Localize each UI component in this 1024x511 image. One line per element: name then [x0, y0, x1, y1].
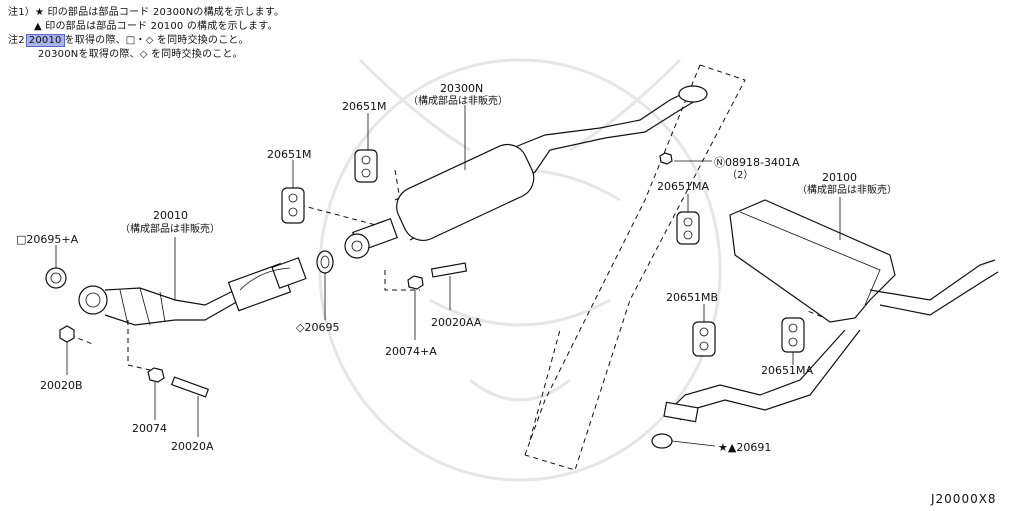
leader-lines	[55, 105, 841, 447]
nut-20074[interactable]	[147, 367, 165, 383]
label-20010-note: （構成部品は非販売）	[120, 222, 220, 235]
hanger-20651M-top[interactable]	[354, 149, 378, 183]
note-1-line-2: ▲ 印の部品は部品コード 20100 の構成を示します。	[34, 21, 278, 32]
label-20100[interactable]: 20100	[822, 171, 857, 184]
label-20651M-top[interactable]: 20651M	[342, 100, 386, 113]
label-20695[interactable]: ◇20695	[296, 321, 339, 334]
hanger-20651MA-bottom[interactable]	[781, 317, 805, 353]
label-20020A[interactable]: 20020A	[171, 440, 214, 453]
seal-ring-20691[interactable]	[651, 433, 673, 449]
label-20651M-left[interactable]: 20651M	[267, 148, 311, 161]
front-pipe-20010[interactable]	[78, 257, 307, 326]
label-08918-qty: （2）	[727, 169, 753, 181]
label-20020AA[interactable]: 20020AA	[431, 316, 482, 329]
label-20691[interactable]: ★▲20691	[718, 441, 771, 454]
label-20300N[interactable]: 20300N	[440, 82, 483, 95]
label-20010[interactable]: 20010	[153, 209, 188, 222]
hanger-20651M-left[interactable]	[281, 187, 305, 224]
label-20074[interactable]: 20074	[132, 422, 167, 435]
label-20695A[interactable]: □20695+A	[16, 233, 79, 246]
hanger-20651MB[interactable]	[692, 321, 716, 357]
nut-20074A[interactable]	[407, 275, 424, 290]
hanger-20651MA-top[interactable]	[676, 211, 700, 245]
center-muffler-20300N[interactable]	[344, 85, 708, 259]
highlighted-part-20010[interactable]: 20010	[25, 34, 65, 47]
bolt-08918[interactable]	[659, 152, 673, 165]
gasket-20695A[interactable]	[45, 267, 67, 289]
note-2-line-2: 20300Nを取得の際、◇ を同時交換のこと。	[38, 49, 243, 60]
stud-bolt-20020AA[interactable]	[430, 262, 468, 278]
drawing-id: J20000X8	[930, 492, 997, 506]
label-20651MB[interactable]: 20651MB	[666, 291, 718, 304]
label-20651MA-top[interactable]: 20651MA	[657, 180, 709, 193]
label-20651MA-bottom[interactable]: 20651MA	[761, 364, 813, 377]
label-08918-3401A[interactable]: Ⓝ08918-3401A	[714, 156, 800, 169]
gasket-20695[interactable]	[316, 250, 334, 274]
part-labels: 20300N （構成部品は非販売） 20651M 20651M Ⓝ08918-3…	[16, 82, 897, 454]
rear-muffler-20100[interactable]	[663, 199, 999, 423]
notes-block: 注1）★ 印の部品は部品コード 20300Nの構成を示します。 ▲ 印の部品は部…	[8, 6, 284, 62]
note-1-line-1: 注1）★ 印の部品は部品コード 20300Nの構成を示します。	[8, 7, 285, 18]
label-20074A[interactable]: 20074+A	[385, 345, 437, 358]
label-20020B[interactable]: 20020B	[40, 379, 83, 392]
label-20100-note: （構成部品は非販売）	[797, 183, 897, 196]
label-20300N-note: （構成部品は非販売）	[408, 94, 508, 107]
nut-20020B[interactable]	[59, 325, 75, 343]
stud-bolt-20020A[interactable]	[170, 376, 210, 398]
